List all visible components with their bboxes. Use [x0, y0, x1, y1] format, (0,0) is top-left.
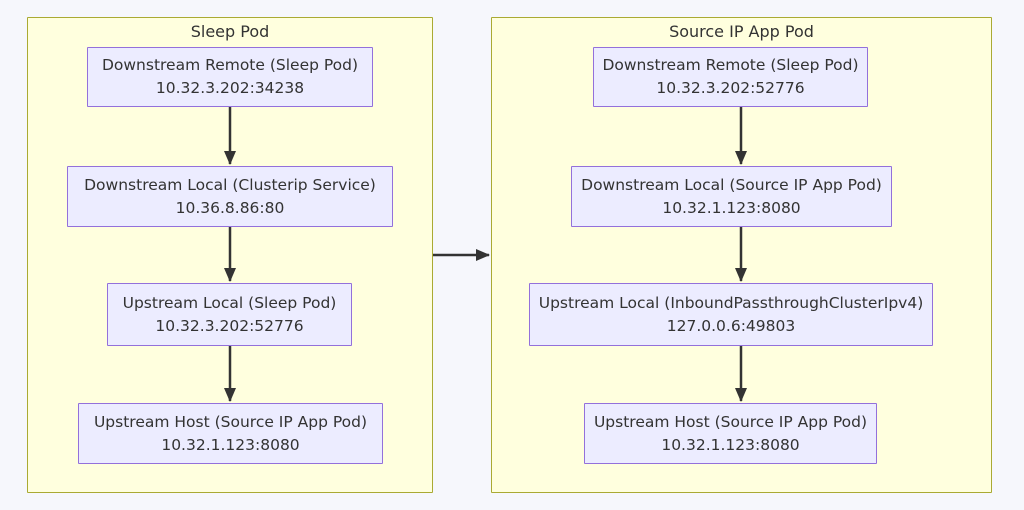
node-title: Downstream Remote (Sleep Pod) — [602, 56, 859, 74]
cluster-title-sleep-pod: Sleep Pod — [190, 22, 270, 41]
node-sleep-upstream-local: Upstream Local (Sleep Pod) 10.32.3.202:5… — [107, 283, 352, 346]
node-address: 10.36.8.86:80 — [175, 198, 285, 217]
node-title: Downstream Remote (Sleep Pod) — [101, 56, 359, 74]
node-address: 10.32.3.202:34238 — [155, 79, 305, 97]
node-title: Upstream Local (InboundPassthroughCluste… — [538, 293, 924, 312]
node-address: 10.32.3.202:52776 — [155, 316, 304, 335]
node-source-upstream-local: Upstream Local (InboundPassthroughCluste… — [529, 283, 933, 346]
node-sleep-downstream-local: Downstream Local (Clusterip Service) 10.… — [67, 166, 393, 227]
node-sleep-upstream-host: Upstream Host (Source IP App Pod) 10.32.… — [78, 403, 383, 464]
node-source-downstream-local: Downstream Local (Source IP App Pod) 10.… — [571, 166, 892, 227]
node-title: Upstream Host (Source IP App Pod) — [93, 412, 368, 431]
node-address: 10.32.1.123:8080 — [662, 198, 801, 217]
node-title: Downstream Local (Source IP App Pod) — [581, 175, 882, 194]
node-title: Upstream Local (Sleep Pod) — [122, 293, 337, 312]
cluster-title-source-ip-app-pod: Source IP App Pod — [669, 22, 814, 41]
node-address: 127.0.0.6:49803 — [666, 316, 796, 335]
node-address: 10.32.1.123:8080 — [161, 435, 300, 454]
node-address: 10.32.3.202:52776 — [656, 79, 805, 97]
node-sleep-downstream-remote: Downstream Remote (Sleep Pod) 10.32.3.20… — [87, 47, 373, 107]
node-title: Upstream Host (Source IP App Pod) — [593, 412, 868, 431]
node-title: Downstream Local (Clusterip Service) — [84, 175, 376, 194]
node-source-downstream-remote: Downstream Remote (Sleep Pod) 10.32.3.20… — [593, 47, 868, 107]
node-source-upstream-host: Upstream Host (Source IP App Pod) 10.32.… — [584, 403, 877, 464]
node-address: 10.32.1.123:8080 — [661, 435, 800, 454]
